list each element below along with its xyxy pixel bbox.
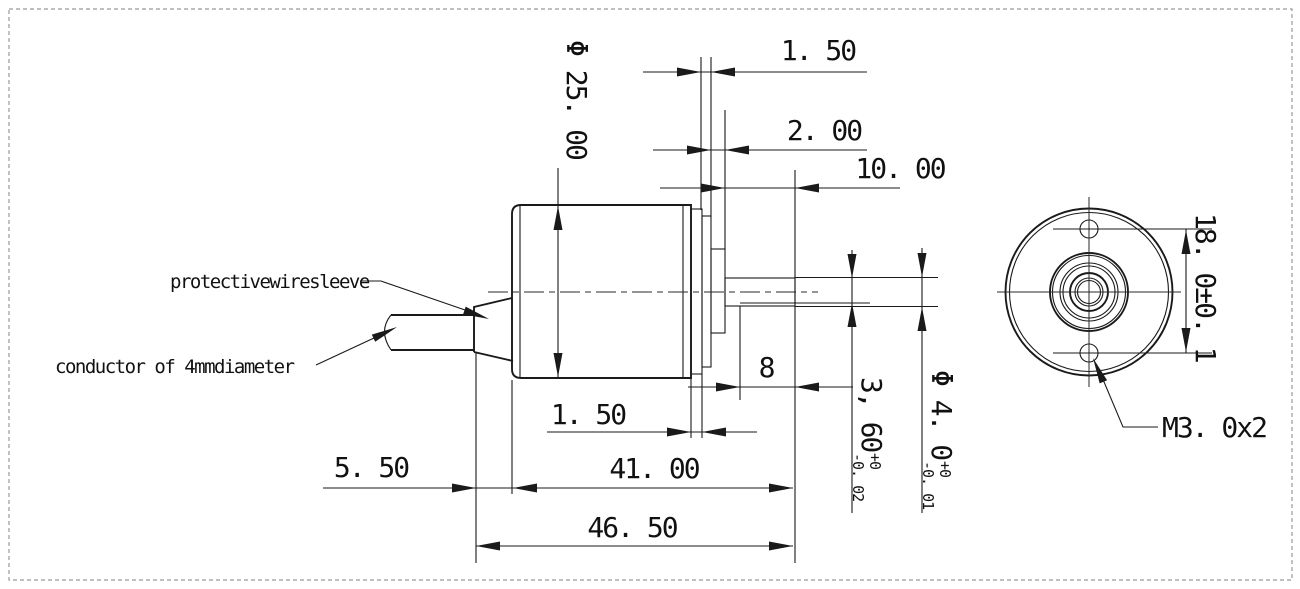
- tolerance-upper: +0: [866, 453, 884, 470]
- arrowhead-left: [725, 145, 749, 155]
- arrowhead-down: [1181, 328, 1191, 352]
- dim-flat-height: 3, 60 +0 -0. 02: [847, 250, 888, 513]
- dim-hole-spacing: 18. 0±0. 1: [1053, 213, 1222, 362]
- arrowhead-right: [716, 382, 740, 392]
- sleeve-bottom-edge: [473, 351, 514, 362]
- lead-wire: [383, 314, 475, 351]
- label-sleeve: protectivewiresleeve: [170, 271, 489, 319]
- dim-text-flat-height: 3, 60: [855, 377, 888, 452]
- conductor-leader-line: [315, 337, 375, 366]
- arrowhead-down: [847, 254, 857, 278]
- sleeve-leader-line: [360, 280, 466, 311]
- dim-body-diameter: Φ 25. 00: [553, 40, 593, 377]
- dim-flat-length: 8: [688, 306, 853, 400]
- side-view: [383, 204, 818, 379]
- arrowhead-right: [677, 67, 701, 77]
- sheet-border: [8, 8, 1293, 581]
- dim-cap-thickness-bottom: 1. 50: [547, 374, 757, 438]
- arrowhead-up: [847, 303, 857, 327]
- dim-text-cap-gap: 1. 50: [781, 34, 856, 67]
- wire-sleeve: [473, 297, 514, 362]
- body-outline: [511, 204, 692, 379]
- dim-shaft-length: 10. 00: [660, 152, 948, 563]
- thread-label: M3. 0x2: [1162, 411, 1266, 444]
- tolerance-lower: -0. 01: [919, 461, 937, 510]
- dim-text-shaft-length: 10. 00: [855, 152, 945, 185]
- label-thread: M3. 0x2: [1093, 358, 1268, 444]
- dim-text-sleeve-length: 5. 50: [334, 451, 409, 484]
- leader-arrowhead: [1093, 358, 1108, 384]
- arrowhead-up: [1181, 230, 1191, 254]
- label-conductor: conductor of 4mmdiameter: [55, 327, 397, 378]
- arrowhead-right: [769, 483, 793, 493]
- tolerance-upper: +0: [936, 461, 954, 478]
- arrowhead-right: [667, 427, 691, 437]
- dim-total-length: 46. 50: [476, 511, 793, 551]
- dim-text-total-length: 46. 50: [587, 511, 677, 544]
- dim-cap-gap-top: 1. 50: [643, 34, 867, 217]
- dim-text-body-length: 41. 00: [609, 452, 699, 485]
- arrowhead-right: [701, 183, 725, 193]
- dim-text-shaft-diameter: Φ 4. 0: [925, 370, 958, 460]
- arrowhead-down: [917, 253, 927, 277]
- dim-boss-length: 2. 00: [653, 110, 867, 250]
- arrowhead-left: [702, 427, 726, 437]
- thread-leader-line: [1098, 369, 1158, 428]
- conductor-label: conductor of 4mmdiameter: [55, 356, 295, 378]
- leader-arrowhead: [371, 327, 397, 342]
- arrowhead-left: [513, 483, 537, 493]
- arrowhead-left: [476, 541, 500, 551]
- arrowhead-right: [452, 483, 476, 493]
- front-view: [997, 197, 1181, 387]
- sleeve-top-edge: [473, 297, 513, 352]
- tolerance-lower: -0. 02: [849, 453, 867, 501]
- shaft-extension-lines: [795, 276, 938, 308]
- dim-shaft-diameter: Φ 4. 0 +0 -0. 01: [917, 248, 958, 513]
- dim-text-boss-length: 2. 00: [787, 114, 862, 147]
- dim-text-body-diameter: Φ 25. 00: [560, 40, 593, 160]
- arrowhead-left: [795, 382, 819, 392]
- sleeve-label: protectivewiresleeve: [170, 271, 370, 293]
- arrowhead-up: [917, 307, 927, 331]
- dim-text-cap-thickness: 1. 50: [551, 398, 626, 431]
- dim-text-flat-length: 8: [759, 351, 775, 384]
- arrowhead-down: [553, 353, 563, 377]
- dim-text-hole-spacing: 18. 0±0. 1: [1189, 213, 1222, 362]
- arrowhead-left: [795, 183, 819, 193]
- arrowhead-left: [711, 67, 735, 77]
- dim-sleeve-and-body-length: 5. 50 41. 00: [323, 352, 793, 563]
- bearing-boss: [710, 248, 726, 334]
- leader-arrowhead: [463, 306, 489, 319]
- arrowhead-right: [687, 145, 711, 155]
- arrowhead-right: [769, 541, 793, 551]
- arrowhead-up: [553, 206, 563, 230]
